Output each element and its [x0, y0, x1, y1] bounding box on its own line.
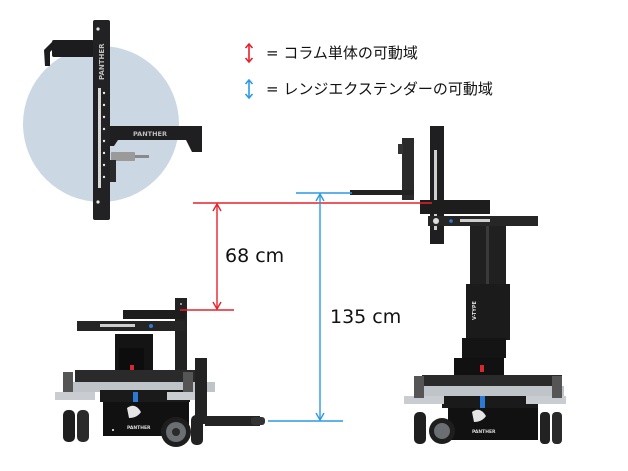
extender-range-indicator: [268, 192, 352, 422]
inset-brand-vertical: PANTHER: [98, 43, 106, 80]
legend-item-column: = コラム単体の可動域: [244, 42, 418, 63]
legend-text-column: = コラム単体の可動域: [266, 44, 418, 62]
dolly-right-column-label: V-TYPE: [472, 300, 478, 320]
legend-item-extender: = レンジエクステンダーの可動域: [244, 78, 493, 99]
legend-text-extender: = レンジエクステンダーの可動域: [266, 80, 493, 98]
column-range-label: 68 cm: [225, 245, 285, 267]
inset-brand-arm: PANTHER: [133, 130, 167, 138]
column-range-indicator: [180, 202, 432, 311]
range-extender-inset: PANTHER PANTHER: [0, 0, 220, 240]
dolly-left-illustration: PANTHER: [55, 298, 265, 447]
range-extender-illustration: PANTHER PANTHER: [23, 20, 202, 220]
blue-double-arrow-icon: [244, 78, 254, 99]
dolly-right-illustration: V-TYPE PANTHER: [350, 126, 566, 444]
dolly-left: PANTHER: [55, 290, 280, 460]
dolly-right: V-TYPE PANTHER: [330, 120, 570, 465]
dolly-left-brand: PANTHER: [127, 425, 151, 431]
dolly-right-brand: PANTHER: [472, 429, 496, 435]
red-double-arrow-icon: [244, 42, 254, 63]
extender-range-label: 135 cm: [330, 306, 402, 328]
